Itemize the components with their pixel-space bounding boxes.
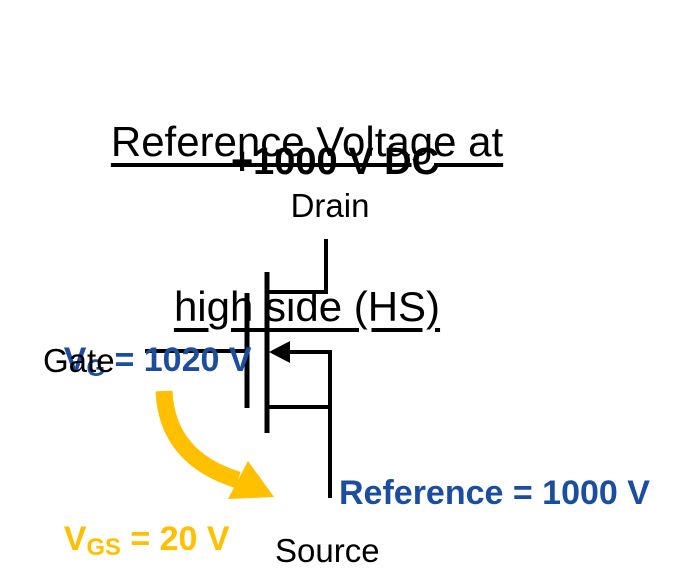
gate-voltage-label: VG = 1020 V xyxy=(26,302,252,422)
body-arrowhead-icon xyxy=(269,341,290,363)
drain-lead-wire xyxy=(266,239,328,294)
vgs-flow-arrow-icon xyxy=(155,390,274,499)
mosfet-symbol-icon xyxy=(145,239,332,498)
gate-terminal-label: Gate xyxy=(43,342,115,379)
gate-voltage-value: = 1020 V xyxy=(105,341,252,379)
gate-source-voltage-value: = 20 V xyxy=(120,520,230,558)
gate-source-voltage-label: VGS = 20 V xyxy=(26,481,230,586)
reference-voltage-label: Reference = 1000 V xyxy=(339,474,650,512)
drain-terminal-label: Drain xyxy=(290,187,370,224)
gate-voltage-symbol: V xyxy=(63,341,87,379)
gate-source-voltage-subscript: GS xyxy=(86,534,121,562)
flow-arrowhead xyxy=(228,461,274,499)
gate-source-voltage-symbol: V xyxy=(63,520,87,558)
source-terminal-label: Source xyxy=(275,532,380,569)
slide-title: Reference Voltage at high side (HS) xyxy=(0,4,614,444)
gate-voltage-subscript: G xyxy=(86,355,105,383)
slide-title-line2: high side (HS) xyxy=(173,283,441,330)
flow-arrow-tail xyxy=(155,390,241,489)
slide-title-line1: Reference Voltage at xyxy=(110,118,504,165)
supply-voltage-label: +1000 V DC xyxy=(230,141,440,183)
